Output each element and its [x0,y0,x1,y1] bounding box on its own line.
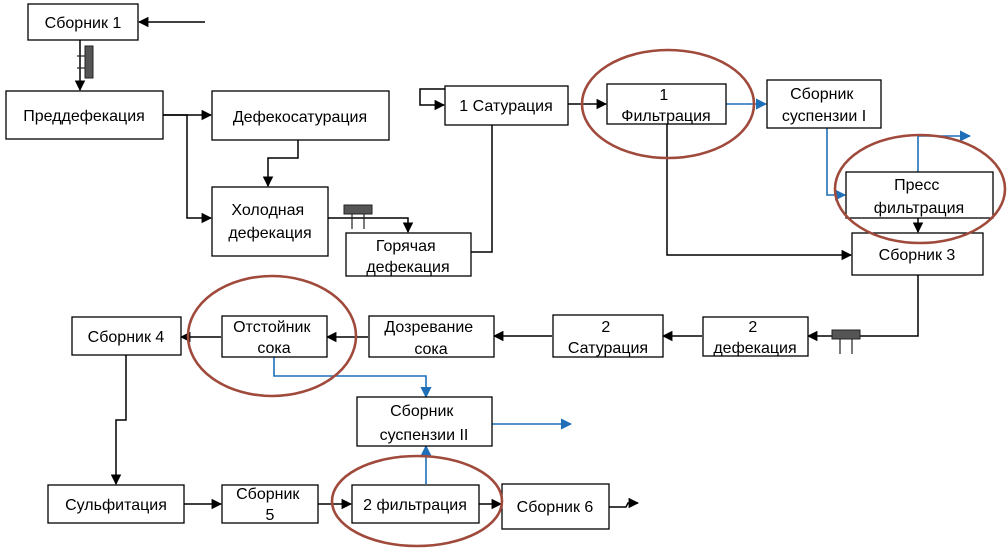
valve-icon [343,204,373,229]
node-label: Сборник 3 [879,247,956,264]
node-sbornik5: Сборник 5 [221,484,319,524]
node-sbornik6: Сборник 6 [501,483,610,530]
node-defekosaturaciya: Дефекосатурация [211,90,390,141]
highlight-ellipse [186,274,358,398]
node-sbornik3: Сборник 3 [851,232,984,276]
edge-sbornik3-defekaciya2 [806,275,919,342]
node-label: Пресс фильтрация [874,177,964,217]
node-filtraciya2: 2 фильтрация [351,484,480,524]
edge-otstoynik-sbornik-susp2 [273,357,432,399]
node-dozrevanie-soka: Дозревание сока [368,315,495,358]
highlight-ellipse [580,48,756,160]
node-holodnaya-defekaciya: Холодная дефекация [211,186,329,257]
edge-sbornik4-sulfitaciya [110,355,127,486]
node-label: Горячая дефекация [366,238,449,276]
edge-filtraciya1-sbornik3 [666,124,853,261]
node-label: Холодная дефекация [228,202,311,242]
highlight-ellipses [186,48,1007,548]
node-label: 2 дефекация [713,319,796,357]
node-sulfitaciya: Сульфитация [47,484,185,524]
node-label: Сборник 5 [236,486,304,524]
node-label: Сборник суспензии I [782,86,866,125]
node-filtraciya1: 1 Фильтрация [606,83,727,125]
node-press-filtraciya: Пресс фильтрация [845,171,994,219]
valve-icon [77,45,94,79]
edge-defekosaturaciya-holodnaya [262,140,299,188]
node-saturaciya1: 1 Сатурация [444,85,569,126]
node-label: 2 фильтрация [363,497,467,514]
node-label: Преддефекация [23,108,145,125]
node-defekaciya2: 2 дефекация [702,316,809,357]
node-sbornik1: Сборник 1 [27,3,139,41]
node-otstoynik-soka: Отстойник сока [221,315,328,358]
node-label: Сборник 4 [88,329,165,346]
node-goryachaya-defekaciya: Горячая дефекация [345,232,472,277]
node-sbornik-suspenzii2: Сборник суспензии II [356,396,493,447]
edge-holodnaya-goryachaya [328,217,414,234]
outlet-arrow [609,497,640,509]
node-label: Сульфитация [65,497,167,514]
node-label: 2 Сатурация [568,319,648,357]
node-label: 1 Фильтрация [621,87,710,125]
node-label: Сборник 6 [517,499,594,516]
node-label: Отстойник сока [233,319,315,357]
node-saturaciya2: 2 Сатурация [552,314,664,358]
node-label: 1 Сатурация [459,98,553,115]
edge-sbornik-susp1-press [826,128,847,201]
node-sbornik-suspenzii1: Сборник суспензии I [766,79,882,129]
node-label: Дефекосатурация [233,109,367,126]
node-label: Дозревание сока [384,319,477,358]
valve-icon [831,329,861,354]
edge-preddefekaciya-holodnaya [163,114,213,224]
node-label: Сборник суспензии II [380,403,469,444]
node-label: Сборник 1 [45,15,122,32]
node-sbornik4: Сборник 4 [71,316,182,356]
process-connectors [74,16,924,510]
highlight-ellipse [833,133,1007,245]
highlight-ellipse [330,454,504,548]
node-preddefekaciya: Преддефекация [5,90,164,140]
suspension-connectors [273,98,972,484]
